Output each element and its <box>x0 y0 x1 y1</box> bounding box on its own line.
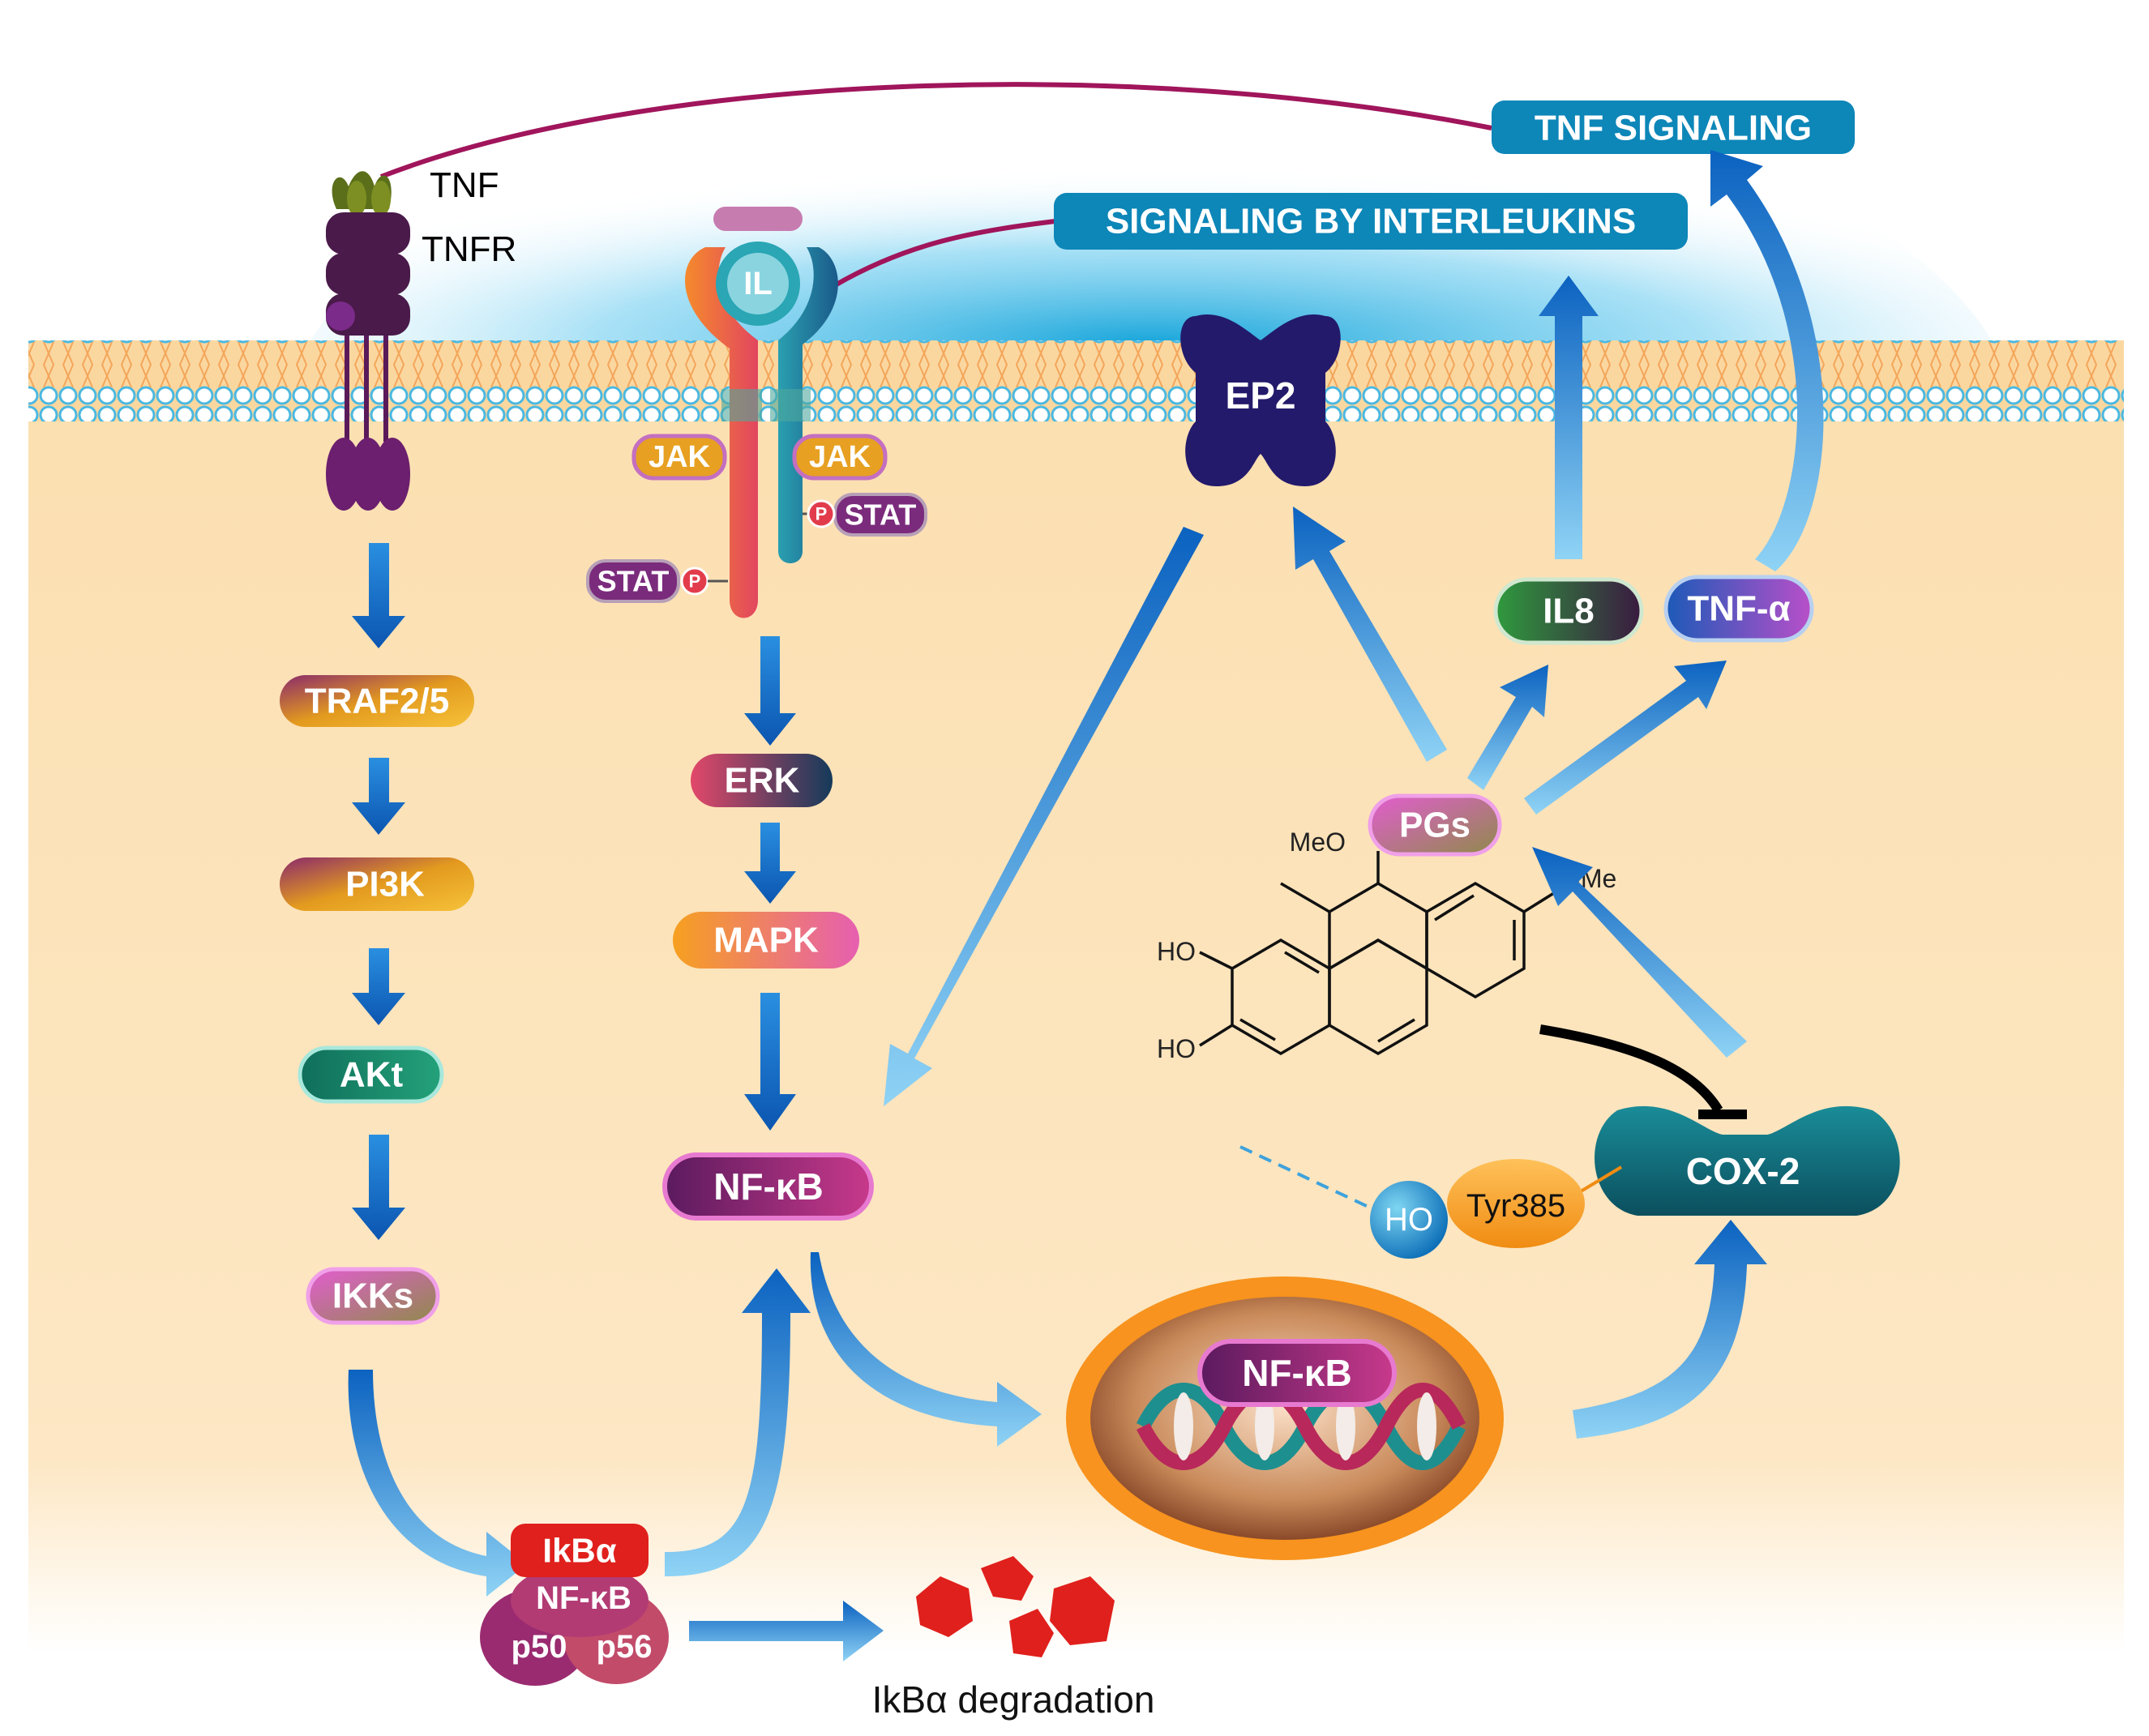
jak-right-label: JAK <box>809 440 871 474</box>
tnf-alpha-pill: TNF-α <box>1663 575 1814 643</box>
degradation-label: IkBα degradation <box>872 1678 1155 1721</box>
pgs-label: PGs <box>1399 806 1470 845</box>
mapk-pathway-arrows <box>744 636 796 1131</box>
tyr385-label: Tyr385 <box>1466 1188 1565 1224</box>
tyr-bond <box>1579 1165 1623 1193</box>
ep2-to-nfkb-arrow <box>884 527 1204 1106</box>
p50-label: p50 <box>512 1629 567 1665</box>
tnf-signaling-box: TNF SIGNALING <box>1492 100 1855 154</box>
meo-label: MeO <box>1290 827 1346 857</box>
akt-pill: AKt <box>298 1045 444 1104</box>
stat-right-label: STAT <box>845 498 917 532</box>
hydrogen-bond <box>1239 1145 1371 1209</box>
mapk-pill: MAPK <box>673 912 859 968</box>
pi3k-pill: PI3K <box>280 857 474 911</box>
cox2-label: COX-2 <box>1686 1150 1800 1192</box>
mapk-label: MAPK <box>713 921 819 960</box>
complex-nfkb-label: NF-κB <box>536 1580 631 1616</box>
tnf-alpha-label: TNF-α <box>1687 589 1790 629</box>
tnf-to-tnf-signaling-link <box>379 82 1492 179</box>
tnf-signaling-label: TNF SIGNALING <box>1535 109 1812 148</box>
ho-bubble-label: HO <box>1385 1202 1433 1238</box>
nfkb-cytoplasm-pill: NF-κB <box>662 1152 874 1221</box>
interleukin-receptor: IL <box>685 207 838 618</box>
tnf-pathway-arrows <box>352 543 405 1240</box>
degradation-arrow <box>689 1601 884 1661</box>
stat-right: P STAT <box>803 493 927 537</box>
erk-label: ERK <box>725 761 800 801</box>
ikks-pill: IKKs <box>306 1267 440 1325</box>
nucleus: NF-κB <box>1066 1276 1504 1560</box>
traf-label: TRAF2/5 <box>305 682 449 721</box>
pgs-pill: PGs <box>1368 793 1502 857</box>
cox2-enzyme: COX-2 <box>1595 1105 1900 1216</box>
pgs-to-ep2-arrow <box>1293 507 1447 762</box>
tnf-label: TNF <box>430 165 499 205</box>
ikba-nfkb-complex: NF-κB p50 p56 IkBα <box>480 1524 669 1686</box>
tnfr-label: TNFR <box>422 229 516 269</box>
phenanthrene-molecule <box>1199 851 1557 1056</box>
il8-pill: IL8 <box>1493 577 1644 645</box>
traf-pill: TRAF2/5 <box>280 675 474 727</box>
tyr385-residue: Tyr385 <box>1447 1159 1585 1248</box>
interleukin-signaling-label: SIGNALING BY INTERLEUKINS <box>1106 202 1636 242</box>
phospho-right: P <box>816 504 828 524</box>
nfkb-cytoplasm-label: NF-κB <box>713 1165 824 1208</box>
nfkb-to-nucleus-arrow <box>810 1252 1042 1447</box>
nucleus-to-cox2-arrow <box>1573 1220 1767 1439</box>
interleukin-label: IL <box>743 266 773 301</box>
stat-left: STAT P <box>586 559 728 603</box>
jak-left-label: JAK <box>649 440 711 474</box>
ep2-receptor: EP2 <box>1180 314 1341 486</box>
akt-label: AKt <box>340 1055 404 1095</box>
jak-right: JAK <box>792 434 888 481</box>
interleukin-signaling-box: SIGNALING BY INTERLEUKINS <box>1054 193 1688 250</box>
stat-left-label: STAT <box>597 565 670 598</box>
complex-to-nfkb-arrow <box>665 1268 811 1576</box>
dna-helix <box>1136 1383 1466 1470</box>
inhibition-arc <box>1539 1024 1723 1114</box>
ho-top-label: HO <box>1157 937 1196 966</box>
erk-pill: ERK <box>691 754 833 807</box>
il-to-interleukin-signaling-link <box>833 218 1063 288</box>
ho-bubble: HO <box>1370 1181 1448 1259</box>
ikks-label: IKKs <box>332 1276 413 1316</box>
pi3k-label: PI3K <box>345 865 425 904</box>
jak-left: JAK <box>631 434 727 481</box>
ho-bottom-label: HO <box>1157 1034 1196 1063</box>
ikks-to-complex-arrow <box>348 1370 527 1597</box>
pgs-to-il8-arrow <box>1467 665 1548 790</box>
p56-label: p56 <box>597 1629 653 1665</box>
cox2-to-pgs-arrow <box>1532 847 1747 1058</box>
lipid-bilayer <box>28 340 2124 421</box>
phospho-left: P <box>689 571 701 592</box>
tnf-receptor <box>326 171 410 511</box>
tnfa-to-tnf-signaling-arrow <box>1710 150 1824 571</box>
pgs-to-tnfa-arrow <box>1524 661 1727 815</box>
il8-to-interleukin-arrow <box>1539 276 1599 559</box>
il8-label: IL8 <box>1543 592 1595 631</box>
ikba-fragments <box>916 1556 1115 1657</box>
ep2-label: EP2 <box>1226 374 1296 417</box>
nucleus-nfkb-label: NF-κB <box>1242 1352 1352 1394</box>
ikba-label: IkBα <box>542 1532 616 1570</box>
